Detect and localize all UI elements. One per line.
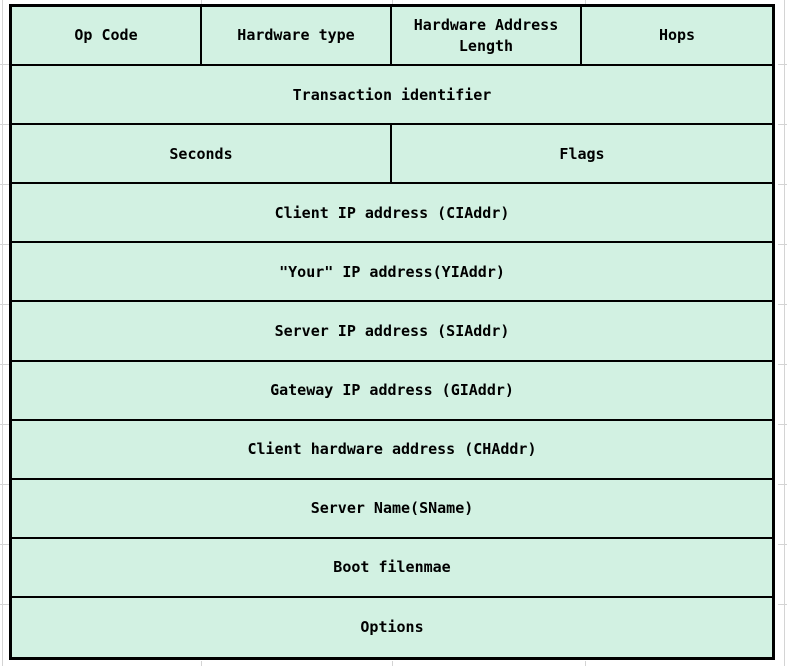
background-gridline [0, 184, 9, 185]
table-row: Transaction identifier [12, 66, 772, 126]
background-gridline [778, 244, 787, 245]
background-gridline [0, 124, 9, 125]
background-gridline [0, 484, 9, 485]
field-hops: Hops [582, 7, 772, 65]
background-gridline [585, 0, 586, 4]
background-gridline [0, 604, 9, 605]
field-client-hardware-address: Client hardware address (CHAddr) [12, 420, 772, 478]
background-gridline [0, 424, 9, 425]
background-gridline [778, 424, 787, 425]
field-seconds: Seconds [12, 125, 392, 183]
background-gridline [0, 364, 9, 365]
background-gridline [778, 184, 787, 185]
table-row: Options [12, 597, 772, 657]
background-gridline [778, 544, 787, 545]
field-options: Options [12, 597, 772, 657]
field-boot-filename: Boot filenmae [12, 538, 772, 596]
background-gridline [0, 64, 9, 65]
table-row: Server Name(SName) [12, 479, 772, 539]
background-gridline [201, 0, 202, 4]
dhcp-packet-diagram: Op Code Hardware type Hardware Address L… [9, 4, 775, 660]
table-row: Gateway IP address (GIAddr) [12, 361, 772, 421]
field-hardware-address-length: Hardware Address Length [392, 7, 582, 65]
table-row: Server IP address (SIAddr) [12, 302, 772, 362]
table-row: Client hardware address (CHAddr) [12, 420, 772, 480]
field-op-code: Op Code [12, 7, 202, 65]
background-gridline [778, 64, 787, 65]
background-gridline [201, 661, 202, 666]
field-gateway-ip-address: Gateway IP address (GIAddr) [12, 361, 772, 419]
field-client-ip-address: Client IP address (CIAddr) [12, 184, 772, 242]
table-row: Seconds Flags [12, 125, 772, 185]
background-gridline [392, 0, 393, 4]
field-your-ip-address: "Your" IP address(YIAddr) [12, 243, 772, 301]
table-row: Client IP address (CIAddr) [12, 184, 772, 244]
background-gridline [778, 604, 787, 605]
field-server-name: Server Name(SName) [12, 479, 772, 537]
field-transaction-identifier: Transaction identifier [12, 66, 772, 124]
background-gridline [784, 0, 785, 666]
background-gridline [392, 661, 393, 666]
table-row: Op Code Hardware type Hardware Address L… [12, 7, 772, 67]
field-flags: Flags [392, 125, 772, 183]
background-gridline [0, 304, 9, 305]
background-gridline [585, 661, 586, 666]
background-gridline [778, 124, 787, 125]
background-gridline [778, 364, 787, 365]
background-gridline [0, 544, 9, 545]
field-server-ip-address: Server IP address (SIAddr) [12, 302, 772, 360]
field-hardware-type: Hardware type [202, 7, 392, 65]
background-gridline [778, 484, 787, 485]
table-row: Boot filenmae [12, 538, 772, 598]
background-gridline [778, 304, 787, 305]
background-gridline [2, 0, 3, 666]
background-gridline [0, 244, 9, 245]
table-row: "Your" IP address(YIAddr) [12, 243, 772, 303]
